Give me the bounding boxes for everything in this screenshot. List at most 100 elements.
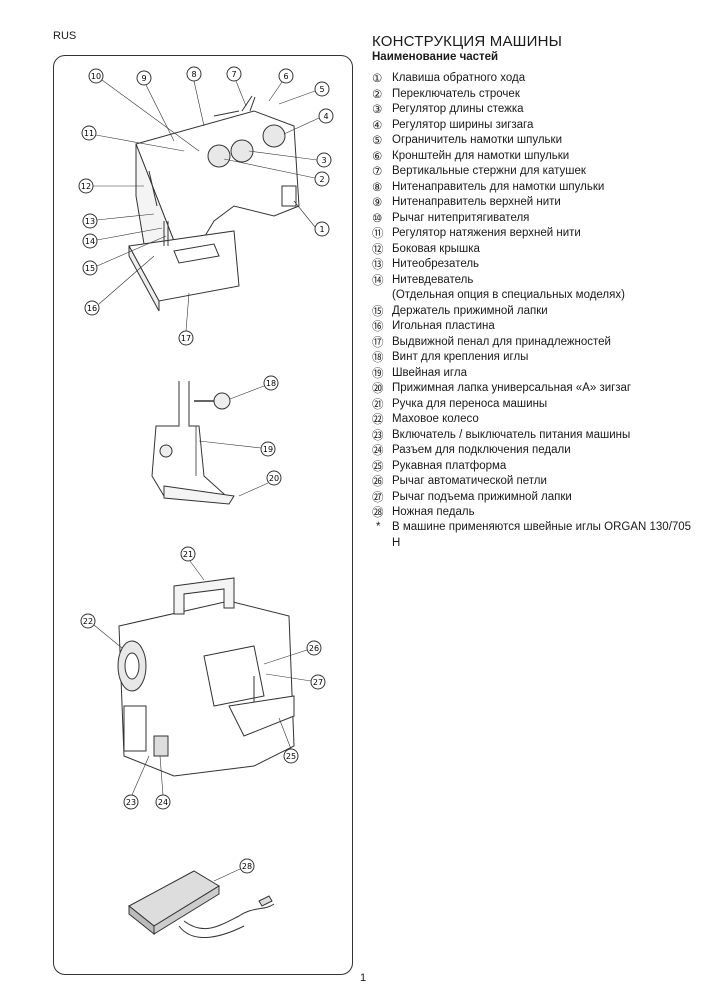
item-label: Нитевдеватель xyxy=(392,273,474,286)
svg-text:27: 27 xyxy=(313,678,323,687)
callout-8: 8 xyxy=(186,66,205,127)
item-number: ⑦ xyxy=(372,164,383,178)
item-number: ⑩ xyxy=(372,210,383,225)
svg-text:2: 2 xyxy=(319,175,324,184)
illustration-panel: 10 9 8 7 6 5 4 11 3 2 12 1 13 14 15 16 1… xyxy=(53,55,353,975)
item-label: Клавиша обратного хода xyxy=(392,72,526,84)
callout-26: 26 xyxy=(263,640,322,665)
item-number: ⑭ xyxy=(372,272,384,287)
item-label: Рычаг нитепритягивателя xyxy=(392,211,530,224)
callout-13: 13 xyxy=(82,213,155,229)
callout-6: 6 xyxy=(268,68,294,102)
callout-2: 2 xyxy=(223,158,330,187)
svg-text:28: 28 xyxy=(242,862,252,871)
item-number: ② xyxy=(372,86,383,101)
foot-pedal xyxy=(128,870,275,939)
item-label: Маховое колесо xyxy=(392,413,479,425)
item-number: ⑳ xyxy=(372,381,384,395)
item-number: ④ xyxy=(372,117,383,132)
svg-text:6: 6 xyxy=(283,72,288,81)
machine-front-view xyxy=(128,95,300,312)
callout-27: 27 xyxy=(265,673,326,690)
svg-text:14: 14 xyxy=(85,237,95,246)
item-number: ⑤ xyxy=(372,133,383,147)
callout-18: 18 xyxy=(229,375,279,400)
callout-10: 10 xyxy=(88,68,200,152)
callout-4: 4 xyxy=(283,108,334,135)
callout-11: 11 xyxy=(81,125,185,152)
item-number: ㉗ xyxy=(372,489,384,504)
callout-5: 5 xyxy=(278,81,330,105)
list-item: ① Клавиша обратного хода xyxy=(372,71,702,87)
callout-16: 16 xyxy=(84,255,155,316)
footnote-text: В машине применяются швейные иглы ORGAN … xyxy=(392,521,692,549)
svg-text:23: 23 xyxy=(126,798,136,807)
callout-17: 17 xyxy=(178,292,194,346)
item-label: Ограничитель намотки шпульки xyxy=(392,134,562,146)
callout-12: 12 xyxy=(78,178,144,194)
svg-text:18: 18 xyxy=(266,379,276,388)
item-number: ㉘ xyxy=(372,505,384,519)
item-number: ⑧ xyxy=(372,179,383,194)
item-label: Нитенаправитель верхней нити xyxy=(392,196,561,208)
item-number: ⑮ xyxy=(372,303,384,318)
svg-text:1: 1 xyxy=(319,225,324,234)
page-number: 1 xyxy=(360,972,367,984)
item-number: ㉑ xyxy=(372,396,384,411)
item-label: Включатель / выключатель питания машины xyxy=(392,428,631,441)
svg-text:8: 8 xyxy=(191,70,196,79)
callout-9: 9 xyxy=(136,70,175,142)
item-number: ㉒ xyxy=(372,412,384,426)
item-label: Нитеобрезатель xyxy=(392,258,480,270)
item-label: Рукавная платформа xyxy=(392,459,507,472)
svg-text:25: 25 xyxy=(286,752,296,761)
list-item: ㉕ Рукавная платформа xyxy=(372,459,702,475)
item-label: Ручка для переноса машины xyxy=(392,397,548,410)
svg-text:24: 24 xyxy=(158,798,168,807)
callout-20: 20 xyxy=(238,470,282,497)
svg-text:22: 22 xyxy=(83,617,93,626)
item-label: Игольная пластина xyxy=(392,320,495,332)
item-number: ⑥ xyxy=(372,148,383,163)
list-item: ㉒ Маховое колесо xyxy=(372,412,702,428)
svg-text:7: 7 xyxy=(231,70,236,79)
item-number: ⑱ xyxy=(372,350,384,364)
needle-detail xyxy=(151,381,235,505)
item-label: Швейная игла xyxy=(392,366,467,379)
svg-text:10: 10 xyxy=(91,72,101,81)
svg-text:13: 13 xyxy=(85,217,95,226)
item-number: ① xyxy=(372,71,383,85)
item-number: ③ xyxy=(372,102,383,116)
svg-text:4: 4 xyxy=(323,112,328,121)
item-number: ⑫ xyxy=(372,241,384,256)
list-item: ㉘ Ножная педаль xyxy=(372,505,702,521)
item-label: Кронштейн для намотки шпульки xyxy=(392,149,570,162)
item-label: Выдвижной пенал для принадлежностей xyxy=(392,335,611,348)
callout-23: 23 xyxy=(123,755,150,810)
item-label: Рычаг автоматической петли xyxy=(392,475,547,487)
machine-illustrations: 10 9 8 7 6 5 4 11 3 2 12 1 13 14 15 16 1… xyxy=(78,66,334,939)
svg-text:17: 17 xyxy=(181,334,191,343)
callout-19: 19 xyxy=(198,440,276,457)
svg-text:26: 26 xyxy=(309,644,319,653)
svg-text:19: 19 xyxy=(263,445,273,454)
item-number: ㉕ xyxy=(372,458,384,473)
list-item: ⑤ Ограничитель намотки шпульки xyxy=(372,133,702,149)
section-subtitle: Наименование частей xyxy=(372,51,499,63)
item-label: Регулятор длины стежка xyxy=(392,103,524,115)
callout-1: 1 xyxy=(293,200,330,237)
svg-text:21: 21 xyxy=(183,550,193,559)
svg-text:5: 5 xyxy=(319,85,324,94)
item-label: Ножная педаль xyxy=(392,506,475,518)
callout-14: 14 xyxy=(82,227,163,249)
section-title: КОНСТРУКЦИЯ МАШИНЫ xyxy=(372,33,563,50)
